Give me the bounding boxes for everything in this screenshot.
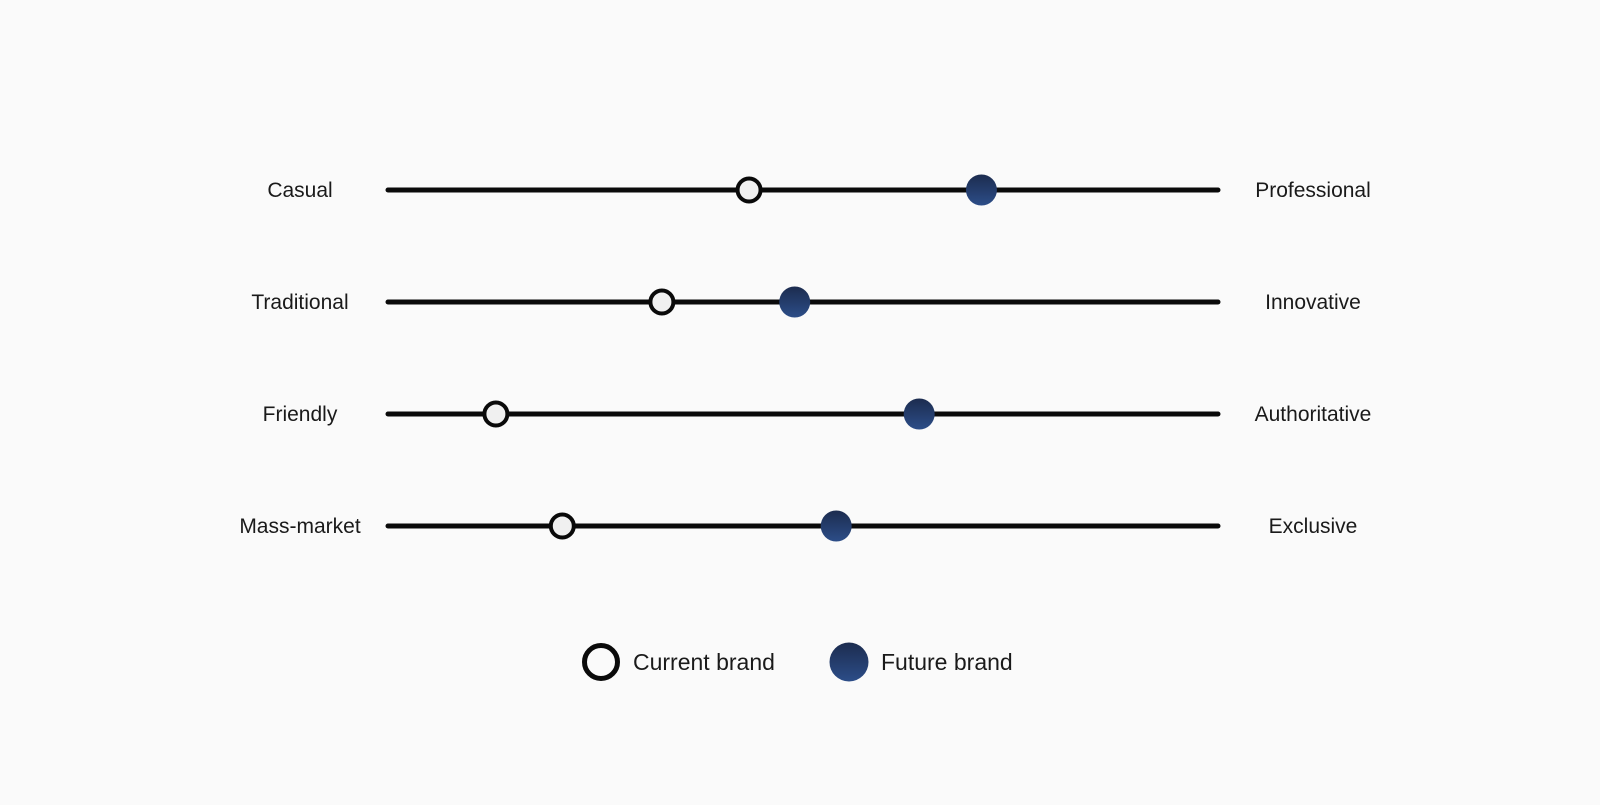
- future-brand-marker: [779, 286, 811, 318]
- right-pole-label: Authoritative: [1255, 403, 1372, 426]
- current-brand-marker: [482, 400, 510, 428]
- legend-label: Future brand: [881, 649, 1013, 675]
- left-pole-label: Mass-market: [239, 515, 361, 538]
- legend-item-future: Future brand: [829, 642, 1013, 682]
- scale-row: Casual Professional: [267, 174, 1371, 206]
- current-brand-marker: [548, 512, 576, 540]
- left-pole-label: Traditional: [251, 291, 348, 314]
- legend-label: Current brand: [633, 649, 775, 675]
- current-brand-marker: [735, 176, 763, 204]
- left-pole-label: Friendly: [263, 403, 338, 426]
- left-pole-label: Casual: [267, 179, 332, 202]
- future-brand-marker: [965, 174, 997, 206]
- legend-item-current: Current brand: [582, 643, 775, 681]
- legend: Current brand Future brand: [582, 642, 1013, 682]
- right-pole-label: Exclusive: [1269, 515, 1358, 538]
- scale-row: Friendly Authoritative: [263, 398, 1372, 430]
- right-pole-label: Innovative: [1265, 291, 1361, 314]
- legend-current-swatch: [582, 643, 620, 681]
- right-pole-label: Professional: [1255, 179, 1371, 202]
- future-brand-marker: [903, 398, 935, 430]
- current-brand-marker: [648, 288, 676, 316]
- legend-future-swatch: [829, 642, 869, 682]
- scale-row: Mass-market Exclusive: [239, 510, 1358, 542]
- future-brand-marker: [820, 510, 852, 542]
- scale-row: Traditional Innovative: [251, 286, 1361, 318]
